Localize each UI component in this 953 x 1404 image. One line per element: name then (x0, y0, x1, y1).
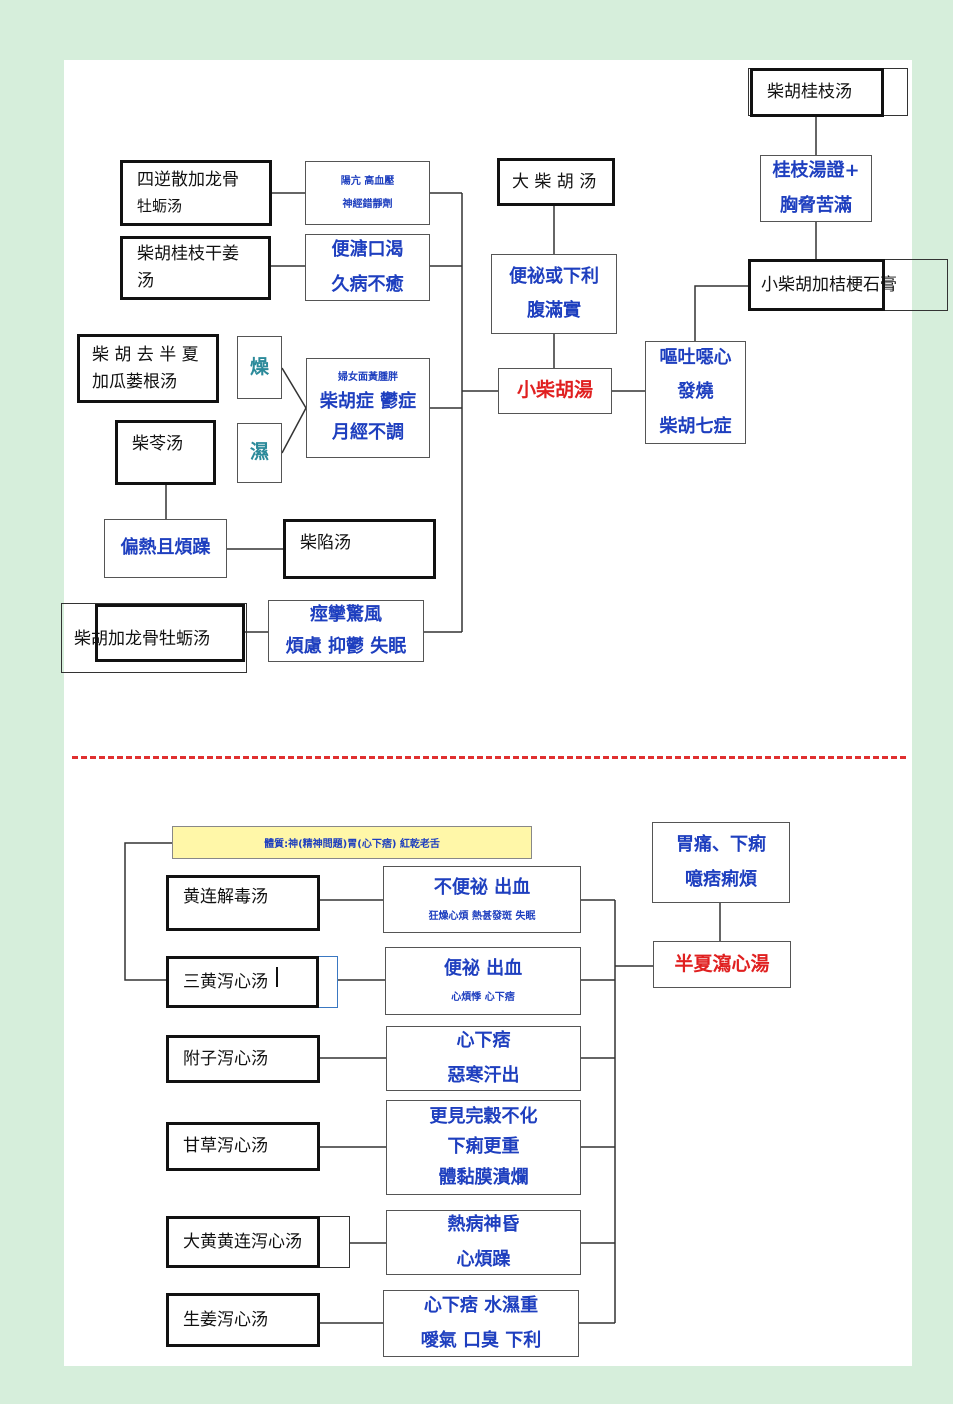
formula-label: 黄连解毒汤 (183, 887, 268, 907)
formula-label: 柴胡桂枝汤 (767, 82, 852, 103)
dahuang-huanglian-box[interactable]: 大黄黄连泻心汤 (166, 1216, 320, 1268)
formula-label: 大 柴 胡 汤 (512, 171, 597, 192)
formula-label: 加瓜蒌根汤 (92, 371, 177, 392)
nausea-fever-box[interactable]: 嘔吐噁心 發燒 柴胡七症 (645, 341, 746, 444)
symptom-line: 神經錯靜劑 (342, 199, 393, 210)
symptom-detail: 狂燥心煩 熱甚發斑 失眠 (428, 910, 536, 922)
formula-label: 附子泻心汤 (183, 1048, 268, 1069)
symptom-line: 胸脅苦滿 (780, 194, 852, 216)
formula-label: 四逆散加龙骨 (137, 170, 239, 191)
xiaochaihu-jiegeng-box[interactable]: 小柴胡加桔梗石膏 (748, 259, 897, 311)
box-frame (61, 603, 247, 673)
xiaochaihu-tang-box[interactable]: 小柴胡湯 (498, 368, 612, 414)
symptom-line: 便溏口渴 (331, 239, 404, 261)
banxia-xiexin-box[interactable]: 半夏瀉心湯 (653, 941, 791, 988)
symptom-line: 月經不調 (332, 421, 404, 443)
formula-label: 大黄黄连泻心汤 (183, 1231, 302, 1252)
symptom-line: 熱病神昏 (447, 1214, 520, 1236)
symptom-line: 惡寒汗出 (447, 1064, 520, 1086)
symptom-line: 噯氣 口臭 下利 (420, 1329, 542, 1351)
symptom-detail: 心煩悸 心下痞 (451, 992, 515, 1004)
formula-label: 三黄泻心汤 (183, 971, 268, 992)
symptom-line: 腹滿實 (527, 300, 581, 321)
longgu-muli-box[interactable] (95, 604, 245, 662)
chaixian-tang-box[interactable]: 柴陷汤 (283, 519, 436, 579)
symptom-line: 發燒 (677, 381, 714, 403)
constipation-box[interactable]: 便祕或下利 腹滿實 (491, 254, 617, 334)
formula-label: 甘草泻心汤 (183, 1136, 268, 1157)
symptom-line: 煩慮 抑鬱 失眠 (285, 636, 407, 657)
heat-irritability-box[interactable]: 偏熱且煩躁 (104, 519, 227, 578)
section-divider (72, 756, 906, 759)
symptom-box[interactable]: 不便祕 出血 狂燥心煩 熱甚發斑 失眠 (383, 866, 581, 933)
symptom-line: 下痢更重 (447, 1136, 520, 1158)
women-syndrome-box[interactable]: 婦女面黃腫胖 柴胡症 鬱症 月經不調 (306, 358, 430, 458)
shengjiang-xiexin-box[interactable]: 生姜泻心汤 (166, 1293, 320, 1347)
formula-label: 小柴胡加桔梗石膏 (761, 274, 897, 295)
symptom-line: 心下痞 (456, 1030, 511, 1052)
formula-label: 生姜泻心汤 (183, 1309, 268, 1330)
symptom-box[interactable]: 心下痞 水濕重 噯氣 口臭 下利 (383, 1290, 579, 1357)
gancao-xiexin-box[interactable]: 甘草泻心汤 (166, 1122, 320, 1171)
chaihu-guizhi-tang-box[interactable]: 柴胡桂枝汤 (750, 68, 884, 117)
symptom-line: 便祕或下利 (509, 265, 599, 287)
symptom-line: 桂枝湯證+ (772, 160, 860, 182)
formula-label: 柴苓汤 (132, 434, 183, 454)
formula-label: 柴胡桂枝干姜 (137, 244, 239, 265)
symptom-line: 更見完穀不化 (429, 1106, 538, 1128)
dampness-label: 濕 (249, 441, 269, 464)
dampness-box[interactable]: 濕 (237, 423, 282, 483)
qubanxia-box[interactable]: 柴 胡 去 半 夏 加瓜蒌根汤 (77, 334, 219, 403)
sini-longgu-box[interactable]: 四逆散加龙骨 牡蛎汤 (120, 160, 272, 226)
dryness-box[interactable]: 燥 (237, 336, 282, 399)
symptom-line: 胃痛、下痢 (676, 834, 766, 856)
loose-stool-box[interactable]: 便溏口渴 久病不癒 (305, 234, 430, 301)
text-cursor (276, 967, 278, 987)
symptom-line: 便祕 出血 (443, 958, 523, 980)
formula-label: 柴 胡 去 半 夏 (92, 344, 199, 365)
hypertension-box[interactable]: 陽亢 高血壓 神經錯靜劑 (305, 161, 430, 225)
chailing-tang-box[interactable]: 柴苓汤 (115, 420, 216, 485)
main-formula-label: 小柴胡湯 (516, 379, 593, 402)
symptom-box[interactable]: 便祕 出血 心煩悸 心下痞 (385, 947, 581, 1015)
symptom-line: 柴胡七症 (659, 415, 732, 437)
constitution-note[interactable]: 體質:神(精神問題)胃(心下痞) 紅乾老舌 (172, 826, 532, 859)
symptom-line: 久病不癒 (331, 273, 404, 295)
dachaihu-tang-box[interactable]: 大 柴 胡 汤 (497, 158, 615, 206)
guizhi-syndrome-box[interactable]: 桂枝湯證+ 胸脅苦滿 (760, 155, 872, 222)
symptom-box[interactable]: 更見完穀不化 下痢更重 體黏膜潰爛 (386, 1100, 581, 1195)
main-formula-label: 半夏瀉心湯 (674, 952, 770, 975)
symptom-line: 婦女面黃腫胖 (338, 371, 398, 383)
symptom-box[interactable]: 心下痞 惡寒汗出 (386, 1026, 581, 1091)
huanglian-jiedu-box[interactable]: 黄连解毒汤 (166, 875, 320, 931)
sanhuang-xiexin-box[interactable]: 三黄泻心汤 (166, 956, 319, 1008)
formula-label: 汤 (137, 271, 154, 291)
symptom-line: 柴胡症 鬱症 (319, 391, 417, 413)
symptom-line: 痙攣驚風 (310, 603, 382, 625)
symptom-line: 偏熱且煩躁 (120, 537, 211, 559)
formula-label: 牡蛎汤 (137, 197, 183, 216)
formula-label: 柴陷汤 (300, 533, 351, 553)
symptom-line: 不便祕 出血 (433, 876, 531, 898)
symptom-line: 陽亢 高血壓 (340, 175, 395, 187)
symptom-line: 噫痞痢煩 (685, 868, 757, 890)
stomach-pain-box[interactable]: 胃痛、下痢 噫痞痢煩 (652, 822, 790, 903)
fuzi-xiexin-box[interactable]: 附子泻心汤 (166, 1035, 320, 1083)
chaihu-guizhi-ganjiang-box[interactable]: 柴胡桂枝干姜 汤 (120, 236, 271, 300)
longgu-muli-label: 柴胡加龙骨牡蛎汤 (74, 629, 210, 649)
dryness-label: 燥 (249, 355, 269, 378)
symptom-line: 心下痞 水濕重 (423, 1295, 539, 1317)
symptom-box[interactable]: 熱病神昏 心煩躁 (386, 1210, 581, 1275)
symptom-line: 體黏膜潰爛 (438, 1166, 529, 1188)
convulsion-box[interactable]: 痙攣驚風 煩慮 抑鬱 失眠 (268, 600, 424, 662)
symptom-line: 嘔吐噁心 (659, 347, 732, 369)
symptom-line: 心煩躁 (456, 1248, 511, 1270)
